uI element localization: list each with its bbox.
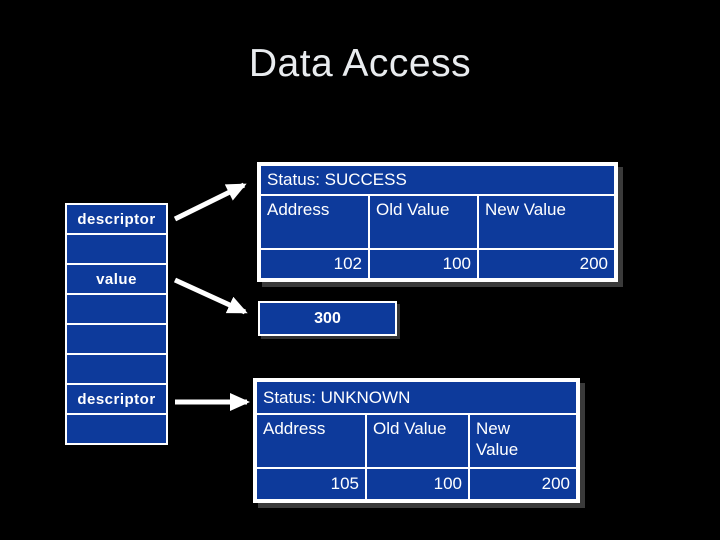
memory-cell-descriptor-2: descriptor	[67, 385, 166, 413]
memory-cell-empty-3	[67, 325, 166, 353]
arrow-value-to-value-box	[173, 277, 248, 315]
unknown-table-status: Status: UNKNOWN	[257, 382, 576, 413]
unknown-table-col-new-value: New Value	[470, 415, 576, 467]
memory-cell-empty-1	[67, 235, 166, 263]
unknown-table-address-value: 105	[257, 469, 365, 499]
memory-cell-empty-4	[67, 355, 166, 383]
success-table-col-new-value: New Value	[479, 196, 614, 248]
success-table-new-value: 200	[479, 250, 614, 278]
success-table-old-value: 100	[370, 250, 477, 278]
unknown-table-col-address: Address	[257, 415, 365, 467]
success-table-col-address: Address	[261, 196, 368, 248]
unknown-table: Status: UNKNOWN Address Old Value New Va…	[253, 378, 580, 503]
success-table-status: Status: SUCCESS	[261, 166, 614, 194]
success-table-col-old-value: Old Value	[370, 196, 477, 248]
unknown-table-col-old-value: Old Value	[367, 415, 468, 467]
success-table-address-value: 102	[261, 250, 368, 278]
unknown-table-old-value: 100	[367, 469, 468, 499]
arrow-descriptor-to-success-table	[173, 182, 247, 222]
memory-cell-descriptor-1: descriptor	[67, 205, 166, 233]
page-title: Data Access	[248, 42, 472, 85]
unknown-table-new-value: 200	[470, 469, 576, 499]
memory-cell-empty-5	[67, 415, 166, 443]
success-table: Status: SUCCESS Address Old Value New Va…	[257, 162, 618, 282]
value-box: 300	[258, 301, 397, 336]
memory-cell-empty-2	[67, 295, 166, 323]
memory-column: descriptor value descriptor	[65, 203, 168, 445]
memory-cell-value: value	[67, 265, 166, 293]
unknown-table-col-new-value-label: New Value	[476, 419, 519, 460]
